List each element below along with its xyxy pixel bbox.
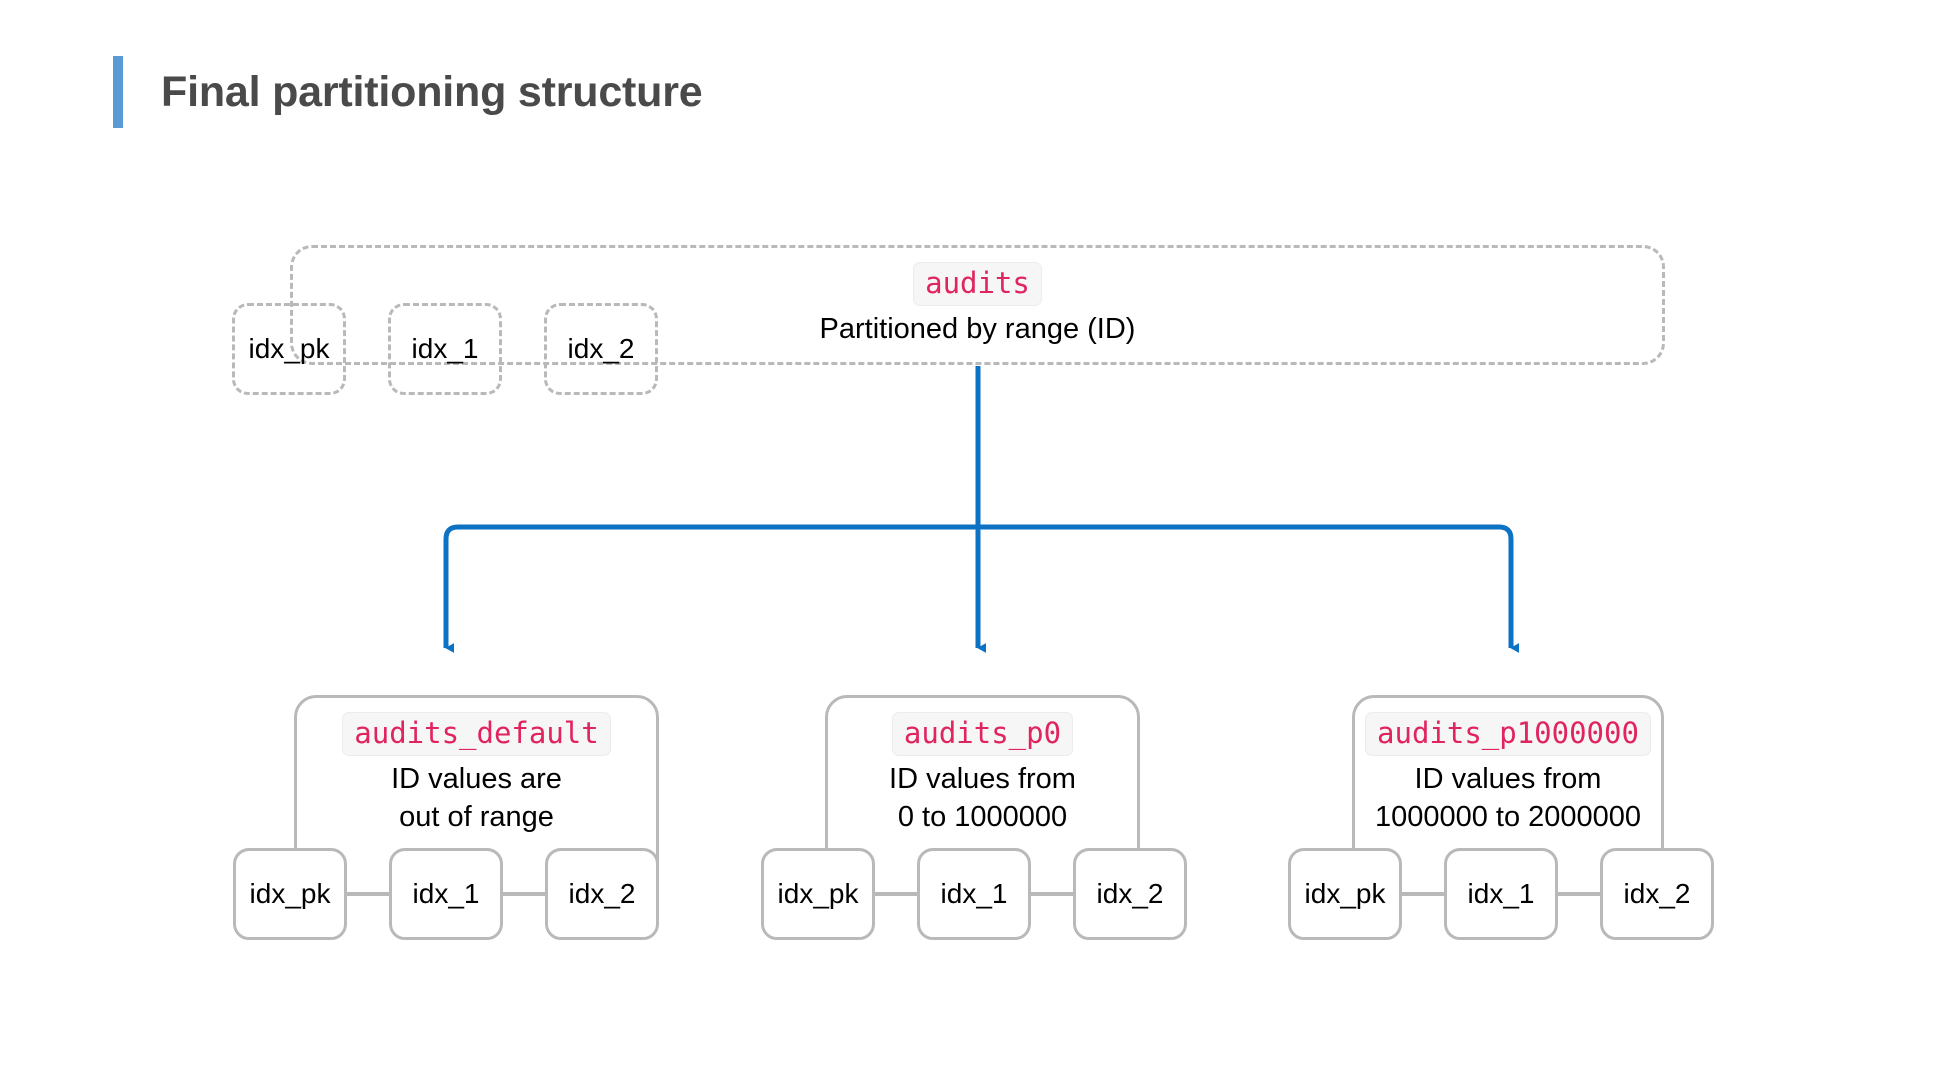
audits-default-labels: audits_default ID values are out of rang… — [297, 712, 656, 836]
audits-default-index-idx-pk-label: idx_pk — [249, 878, 331, 909]
connector-to-audits-p1000000 — [978, 524, 1520, 653]
audits-p0-index-idx-pk[interactable]: idx_pk — [761, 848, 875, 940]
page-title: Final partitioning structure — [161, 67, 703, 116]
parent-index-idx-1-label: idx_1 — [411, 333, 479, 364]
parent-index-idx-pk-label: idx_pk — [248, 333, 330, 364]
audits-p1000000-code-label: audits_p1000000 — [1365, 712, 1651, 757]
parent-index-idx-pk[interactable]: idx_pk — [232, 303, 346, 395]
audits-default-desc-line-2: out of range — [399, 801, 554, 834]
parent-index-idx-1[interactable]: idx_1 — [388, 303, 502, 395]
audits-default-index-idx-pk[interactable]: idx_pk — [233, 848, 347, 940]
audits-p0-index-idx-pk-label: idx_pk — [777, 878, 859, 909]
audits-p0-index-idx-2-label: idx_2 — [1096, 878, 1164, 909]
parent-table-node[interactable]: audits Partitioned by range (ID) — [290, 245, 1665, 365]
audits-p0-desc-line-2: 0 to 1000000 — [897, 801, 1068, 834]
audits-p0-labels: audits_p0 ID values from 0 to 1000000 — [828, 712, 1137, 836]
audits-p1000000-index-link-2 — [1556, 893, 1604, 896]
audits-p1000000-desc-line-1: ID values from — [1414, 763, 1602, 796]
parent-table-labels: audits Partitioned by range (ID) — [293, 262, 1662, 348]
audits-p1000000-index-idx-2-label: idx_2 — [1623, 878, 1691, 909]
audits-p1000000-index-idx-1[interactable]: idx_1 — [1444, 848, 1558, 940]
audits-p0-index-link-2 — [1029, 893, 1077, 896]
parent-index-idx-2[interactable]: idx_2 — [544, 303, 658, 395]
audits-p0-code-label: audits_p0 — [891, 712, 1074, 757]
parent-table-description: Partitioned by range (ID) — [819, 313, 1136, 346]
audits-p0-index-idx-2[interactable]: idx_2 — [1073, 848, 1187, 940]
audits-p1000000-index-idx-1-label: idx_1 — [1467, 878, 1535, 909]
parent-table-code-label: audits — [913, 262, 1042, 307]
audits-p1000000-labels: audits_p1000000 ID values from 1000000 t… — [1355, 712, 1661, 836]
connector-to-audits-default — [443, 524, 978, 653]
audits-default-index-idx-1-label: idx_1 — [412, 878, 480, 909]
audits-p0-index-idx-1[interactable]: idx_1 — [917, 848, 1031, 940]
audits-default-index-idx-2-label: idx_2 — [568, 878, 636, 909]
audits-p1000000-index-idx-pk-label: idx_pk — [1304, 878, 1386, 909]
audits-p1000000-index-idx-2[interactable]: idx_2 — [1600, 848, 1714, 940]
audits-default-code-label: audits_default — [342, 712, 611, 757]
title-block: Final partitioning structure — [113, 56, 703, 128]
title-accent-bar — [113, 56, 123, 128]
audits-p1000000-desc-line-2: 1000000 to 2000000 — [1374, 801, 1642, 834]
parent-index-idx-2-label: idx_2 — [567, 333, 635, 364]
audits-default-index-idx-2[interactable]: idx_2 — [545, 848, 659, 940]
audits-p0-index-idx-1-label: idx_1 — [940, 878, 1008, 909]
audits-p1000000-index-idx-pk[interactable]: idx_pk — [1288, 848, 1402, 940]
audits-default-index-link-2 — [501, 893, 549, 896]
audits-default-desc-line-1: ID values are — [391, 763, 562, 796]
audits-default-index-idx-1[interactable]: idx_1 — [389, 848, 503, 940]
audits-default-index-link-1 — [345, 893, 393, 896]
audits-p0-index-link-1 — [873, 893, 921, 896]
audits-p0-desc-line-1: ID values from — [889, 763, 1076, 796]
audits-p1000000-index-link-1 — [1400, 893, 1448, 896]
